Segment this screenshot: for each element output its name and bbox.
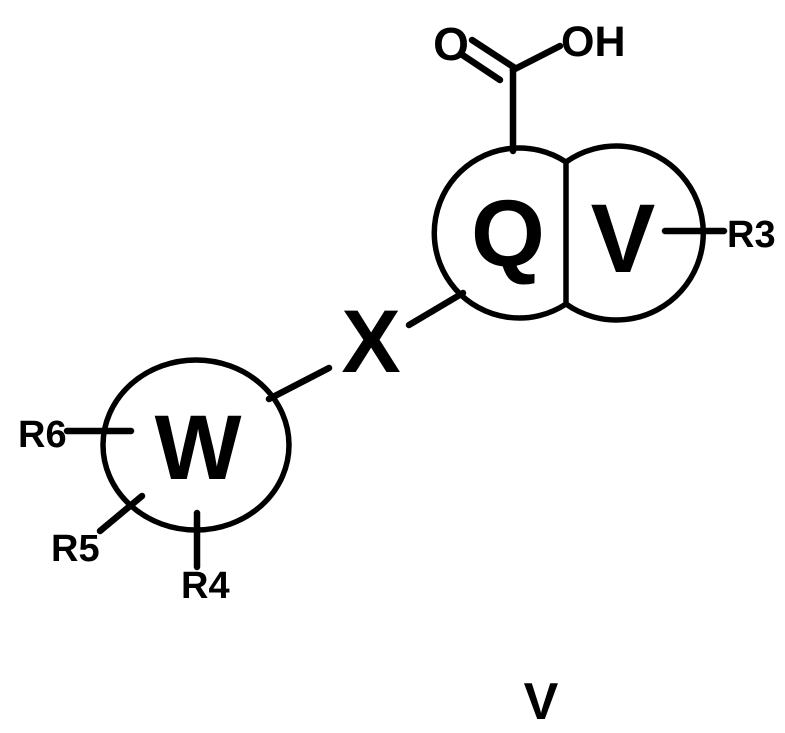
- ring-q-label: Q: [471, 181, 545, 287]
- r5-bond: [96, 492, 146, 535]
- w-x-bond: [265, 364, 333, 403]
- carboxyl-hydroxyl-label: OH: [561, 18, 626, 66]
- x-q-bond: [405, 289, 467, 329]
- carbon-hydroxyl-bond: [509, 42, 564, 74]
- carbonyl-double-bond-line-1: [468, 36, 519, 72]
- ring-v-label: V: [591, 184, 656, 293]
- formula-number-label: V: [524, 673, 559, 731]
- linker-x-label: X: [341, 291, 400, 391]
- carbonyl-double-bond-line-2: [457, 50, 504, 84]
- r4-label: R4: [181, 565, 230, 607]
- r3-label: R3: [727, 214, 776, 256]
- ring-w-label: W: [155, 397, 242, 499]
- ring-q-outline: [431, 145, 568, 321]
- r6-label: R6: [18, 414, 67, 456]
- carboxyl-oxygen-label: O: [433, 18, 469, 70]
- r5-label: R5: [51, 528, 100, 570]
